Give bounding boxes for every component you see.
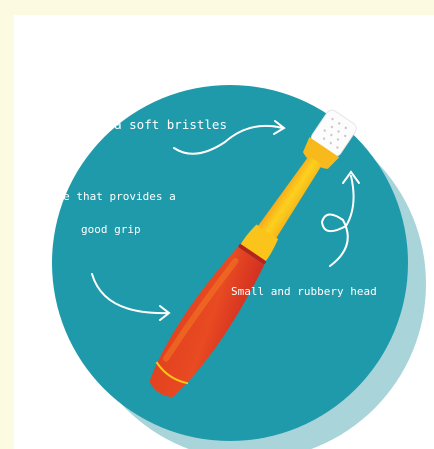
bristles-label: Extra soft bristles (84, 117, 227, 132)
handle-label-line1: Handle that provides a (30, 190, 176, 203)
handle-label-line2: good grip (81, 223, 141, 236)
head-label: Small and rubbery head (231, 285, 377, 298)
